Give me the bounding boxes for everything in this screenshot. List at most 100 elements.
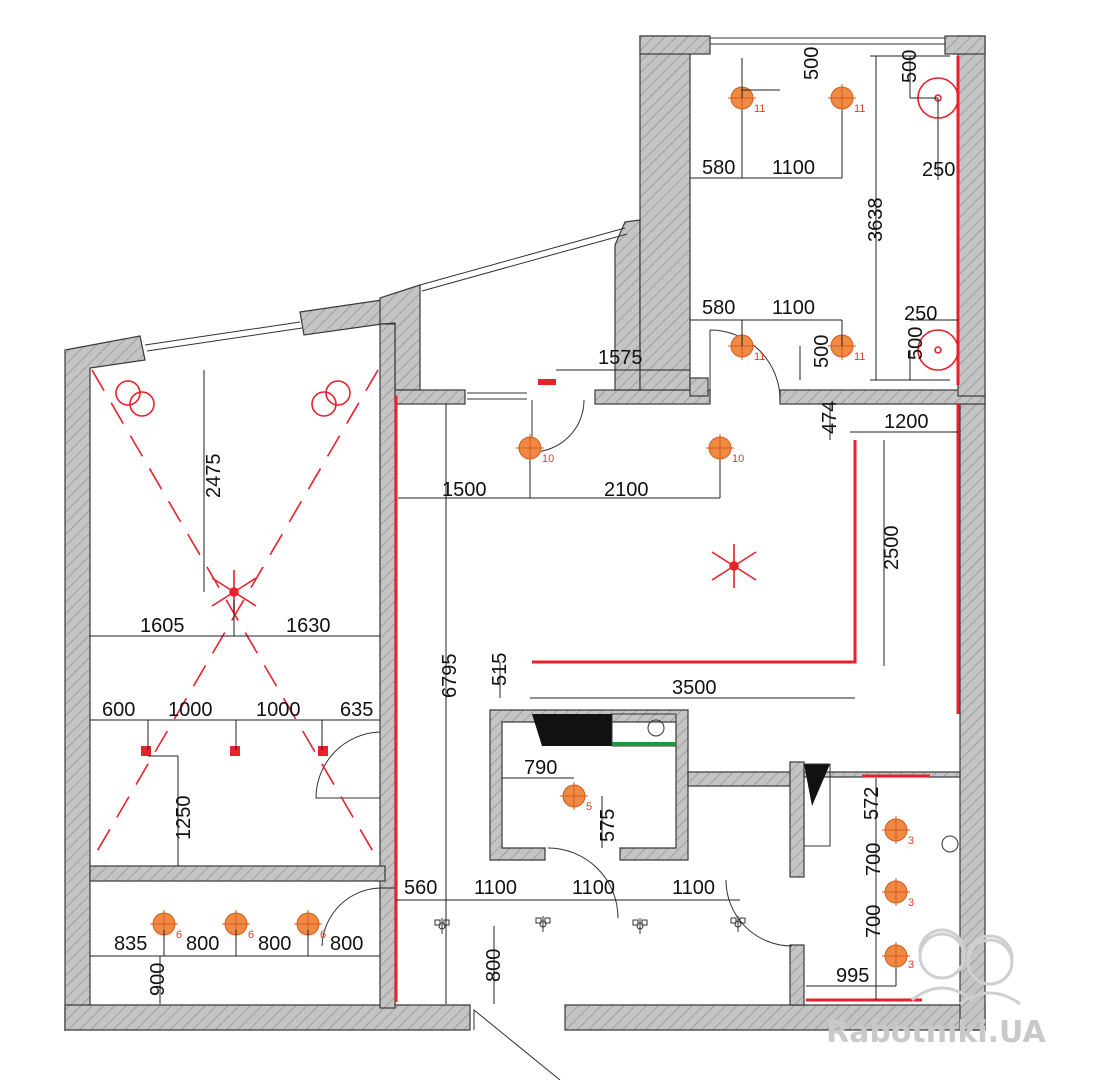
spot-icon [632, 917, 648, 935]
dim-label: 3638 [865, 198, 887, 243]
led-strips [394, 56, 960, 1002]
wall-divider-lower [379, 887, 396, 1009]
dim-label: 515 [489, 653, 511, 686]
sconce-icon [230, 746, 240, 756]
wall-divider-vertical [379, 323, 396, 895]
circuit-label: 11 [854, 351, 865, 363]
circuit-label: 6 [320, 929, 326, 941]
dim-label: 1630 [286, 615, 331, 637]
dim-label: 500 [801, 47, 823, 80]
dim-label: 790 [524, 757, 557, 779]
dim-label: 700 [863, 905, 885, 938]
dim-label: 500 [899, 50, 921, 83]
circuit-label: 3 [908, 835, 914, 847]
wall-right-lower [959, 394, 986, 1031]
wall-corridor-h [687, 771, 797, 787]
spot-icon [535, 915, 551, 933]
dim-label: 800 [186, 933, 219, 955]
dim-label: 600 [102, 699, 135, 721]
wall-bedroom2-right [957, 35, 986, 397]
dim-label: 700 [863, 843, 885, 876]
wall-lamp-icon [311, 380, 351, 417]
wall-bedroom2-left-top [639, 35, 711, 55]
ceiling-lamp-icon [881, 877, 911, 907]
dim-label: 2475 [203, 454, 225, 499]
wall-bedroom2-bottom [689, 377, 709, 397]
dim-label: 1605 [140, 615, 185, 637]
ceiling-lamp-icon [881, 941, 911, 971]
circuit-label: 6 [176, 929, 182, 941]
dim-label: 1000 [168, 699, 213, 721]
dim-label: 800 [258, 933, 291, 955]
wall-lamp-icon [917, 329, 959, 371]
dim-label: 800 [483, 949, 505, 982]
watermark-text: Rabotniki.UA [826, 1015, 1046, 1050]
watermark: Rabotniki.UA [826, 928, 1046, 1050]
dim-label: 500 [905, 327, 927, 360]
wall-bath-top [89, 865, 386, 882]
ceiling-lamp-icon [559, 781, 589, 811]
bedroom-diagonals [91, 369, 379, 861]
dim-label: 800 [330, 933, 363, 955]
circuit-label: 11 [754, 103, 765, 115]
dim-label: 1100 [474, 877, 517, 899]
dimension-labels: 500 500 580 1100 250 3638 580 1100 250 5… [102, 47, 955, 996]
circuit-label: 3 [908, 897, 914, 909]
dim-label: 572 [861, 787, 883, 820]
dim-label: 575 [597, 809, 619, 842]
ceiling-lamp-icon [881, 815, 911, 845]
windows [144, 37, 945, 400]
dim-label: 835 [114, 933, 147, 955]
wall-living-top-c [779, 389, 986, 405]
dim-label: 1100 [772, 297, 815, 319]
sconce-icon [318, 746, 328, 756]
circuit-label: 11 [854, 103, 865, 115]
dim-label: 2500 [881, 526, 903, 571]
sconce-icon [538, 379, 556, 385]
ceiling-lamp-icon [705, 433, 735, 463]
dim-label: 250 [922, 159, 955, 181]
sconces [141, 379, 556, 756]
wall-balcony-pier [614, 219, 641, 391]
dim-label: 250 [904, 303, 937, 325]
dim-label: 635 [340, 699, 373, 721]
dim-label: 6795 [439, 654, 461, 699]
dim-label: 995 [836, 965, 869, 987]
dim-label: 1200 [884, 411, 929, 433]
dim-label: 500 [811, 335, 833, 368]
dim-label: 3500 [672, 677, 717, 699]
wall-living-top-a [394, 389, 466, 405]
circuit-label: 5 [586, 801, 592, 813]
wall-bedroom2-right-top [944, 35, 986, 55]
circuit-label: 10 [542, 453, 554, 465]
wall-bedroom2-left [639, 35, 691, 391]
dim-label: 560 [404, 877, 437, 899]
wall-lamp-icon [115, 380, 155, 417]
dim-label: 1250 [173, 796, 195, 841]
wall-pier-upper-left [299, 299, 383, 336]
circuit-label: 10 [732, 453, 744, 465]
dim-label: 1000 [256, 699, 301, 721]
spot-icon [434, 917, 450, 935]
wall-toilet-left-lower [789, 944, 805, 1006]
wall-bottom-left [64, 1004, 471, 1031]
dim-label: 474 [819, 401, 841, 434]
dim-label: 1100 [772, 157, 815, 179]
dim-label: 1575 [598, 347, 643, 369]
dim-label: 900 [147, 963, 169, 996]
dimension-lines [90, 55, 958, 1004]
wall-toilet-left [789, 761, 805, 878]
dim-label: 2100 [604, 479, 649, 501]
dim-label: 1500 [442, 479, 487, 501]
chandelier-icon [711, 544, 757, 588]
dim-label: 1100 [572, 877, 615, 899]
kitchen-fixtures [532, 713, 959, 853]
circuit-label: 3 [908, 959, 914, 971]
dim-label: 1100 [672, 877, 715, 899]
walls [64, 35, 986, 1032]
circuit-label: 11 [754, 351, 765, 363]
ceiling-lamp-icon [515, 433, 545, 463]
sconce-icon [141, 746, 151, 756]
dim-label: 580 [702, 157, 735, 179]
